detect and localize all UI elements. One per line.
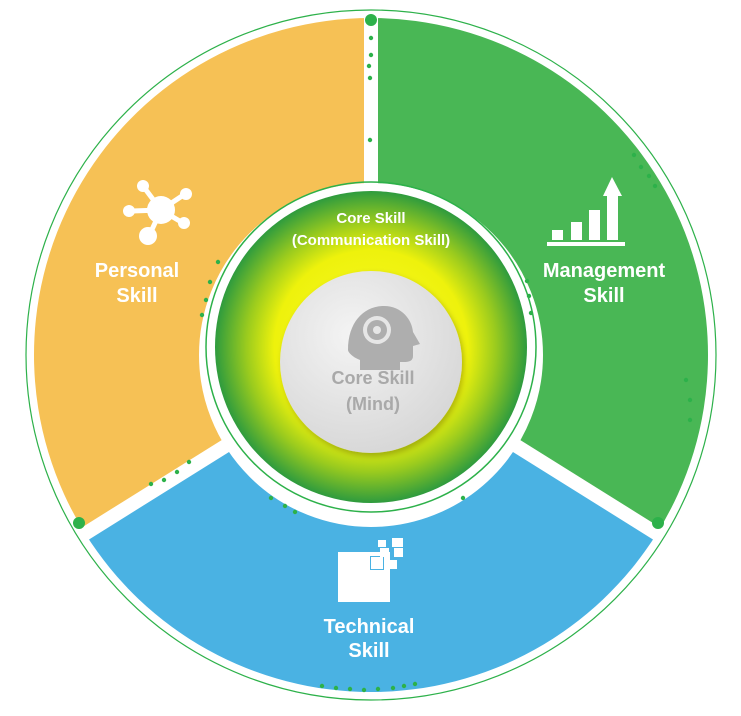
decorative-dot [390,685,396,691]
decorative-dot [203,297,209,303]
decorative-dot [333,685,339,691]
decorative-dot [412,681,418,687]
decorative-dot [401,683,407,689]
decorative-dot [652,183,658,189]
decorative-dot [292,509,298,515]
decorative-dot [174,469,180,475]
personal-skill-label-line2: Skill [116,285,157,307]
decorative-dot [207,279,213,285]
decorative-dot [199,312,205,318]
core-ring-label-line2: (Communication Skill) [292,232,450,249]
decorative-dot [524,278,530,284]
decorative-dot [646,173,652,179]
decorative-dot [631,152,637,158]
decorative-dot [375,686,381,692]
accent-dot-left [73,517,85,529]
separator-line [79,438,233,541]
decorative-dot [638,164,644,170]
decorative-dot [215,259,221,265]
technical-skill-label-line1: Technical [324,616,415,638]
outer-ring [25,9,717,701]
core-center-label-line2: (Mind) [346,394,400,414]
decorative-dot [319,683,325,689]
segment-separators [79,16,663,541]
network-nodes-icon [123,180,192,245]
decorative-dot [460,495,466,501]
management-skill-segment[interactable] [371,18,708,534]
accent-dot-right [652,517,664,529]
decorative-dot [368,52,374,58]
technical-skill-label-line2: Skill [348,640,389,662]
decorative-dot [367,137,373,143]
inner-ring-line [205,181,537,513]
personal-skill-segment[interactable] [34,18,371,534]
head-gear-icon [348,306,420,370]
decorative-dot [683,377,689,383]
decorative-dot [528,310,534,316]
core-ring-label-line1: Core Skill [336,210,405,227]
decorative-dot [687,417,693,423]
bar-chart-growth-icon [547,177,625,246]
decorative-dot [186,459,192,465]
decorative-dots [148,35,693,693]
decorative-dot [361,687,367,693]
decorative-dot [526,293,532,299]
accent-dot-top [365,14,377,26]
pixel-blocks-icon [338,538,403,602]
management-skill-label-line2: Skill [583,285,624,307]
decorative-dot [161,477,167,483]
decorative-dot [367,75,373,81]
decorative-dot [148,481,154,487]
personal-skill-label-line1: Personal [95,260,179,282]
separator-line [509,438,663,541]
decorative-dot [368,35,374,41]
decorative-dot [282,503,288,509]
decorative-dot [687,397,693,403]
decorative-dot [347,686,353,692]
decorative-dot [366,63,372,69]
segment-inner-gap [199,183,543,527]
management-skill-label-line1: Management [543,260,666,282]
decorative-dot [268,495,274,501]
core-center-label-line1: Core Skill [331,368,414,388]
